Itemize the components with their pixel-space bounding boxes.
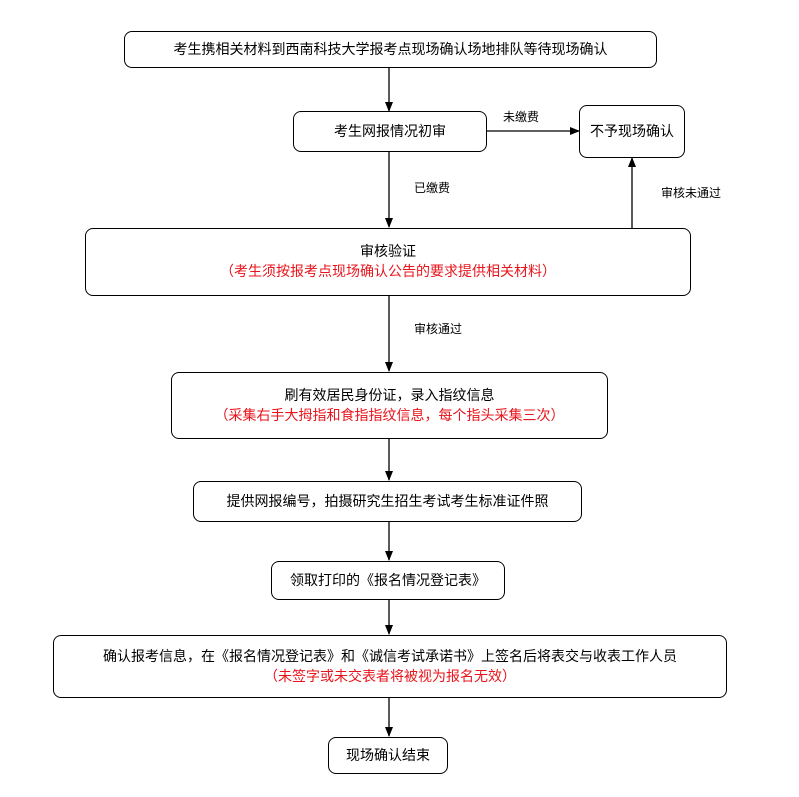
node-initial-review: 考生网报情况初审 bbox=[293, 111, 487, 152]
edge-label-unpaid: 未缴费 bbox=[503, 110, 540, 124]
node-reject: 不予现场确认 bbox=[579, 105, 685, 158]
node-verify-note: （考生须按报考点现场确认公告的要求提供相关材料） bbox=[220, 264, 556, 280]
node-end-text: 现场确认结束 bbox=[346, 747, 430, 764]
node-start: 考生携相关材料到西南科技大学报考点现场确认场地排队等待现场确认 bbox=[124, 31, 657, 68]
node-print: 领取打印的《报名情况登记表》 bbox=[271, 561, 505, 600]
node-initial-review-text: 考生网报情况初审 bbox=[334, 123, 446, 140]
node-end: 现场确认结束 bbox=[328, 737, 448, 774]
edge-label-failed: 审核未通过 bbox=[661, 186, 722, 200]
node-sign-text: 确认报考信息，在《报名情况登记表》和《诚信考试承诺书》上签名后将表交与收表工作人… bbox=[103, 648, 677, 665]
node-print-text: 领取打印的《报名情况登记表》 bbox=[290, 572, 486, 589]
node-sign: 确认报考信息，在《报名情况登记表》和《诚信考试承诺书》上签名后将表交与收表工作人… bbox=[53, 635, 727, 698]
edge-label-paid: 已缴费 bbox=[414, 181, 451, 195]
node-reject-text: 不予现场确认 bbox=[590, 123, 674, 140]
node-id-card-text: 刷有效居民身份证，录入指纹信息 bbox=[284, 387, 495, 404]
node-id-card: 刷有效居民身份证，录入指纹信息 （采集右手大拇指和食指指纹信息，每个指头采集三次… bbox=[171, 372, 608, 439]
node-verify-text: 审核验证 bbox=[360, 244, 416, 260]
node-start-text: 考生携相关材料到西南科技大学报考点现场确认场地排队等待现场确认 bbox=[173, 41, 608, 58]
edge-label-passed: 审核通过 bbox=[414, 322, 463, 336]
node-photo-text: 提供网报编号，拍摄研究生招生考试考生标准证件照 bbox=[226, 493, 549, 510]
node-sign-note: （未签字或未交表者将被视为报名无效） bbox=[264, 668, 516, 685]
node-photo: 提供网报编号，拍摄研究生招生考试考生标准证件照 bbox=[193, 481, 582, 522]
node-id-card-note: （采集右手大拇指和食指指纹信息，每个指头采集三次） bbox=[214, 407, 565, 424]
node-verify: 审核验证 （考生须按报考点现场确认公告的要求提供相关材料） bbox=[85, 228, 691, 296]
